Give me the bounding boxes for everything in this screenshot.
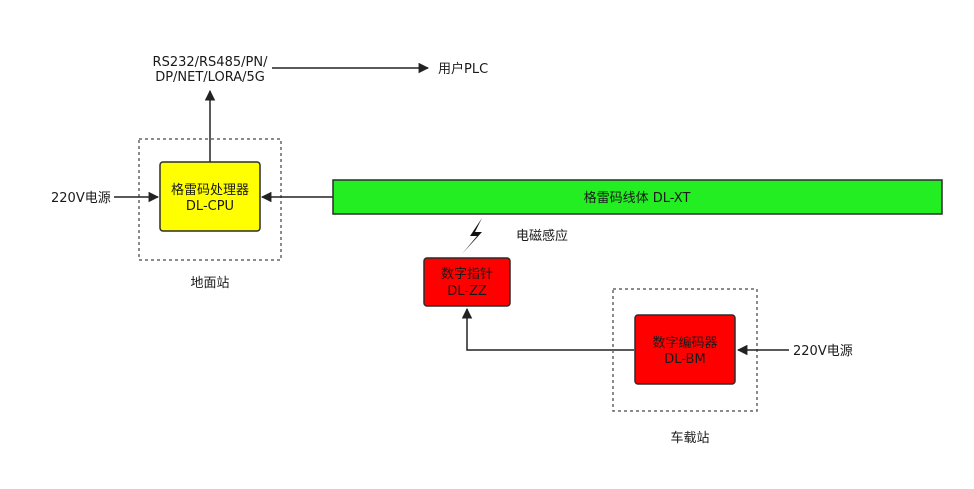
- arrow-encoder-to-pointer: [461, 307, 634, 351]
- digital-pointer-name: 数字指针: [441, 267, 493, 282]
- digital-encoder-block: [634, 314, 736, 385]
- digital-pointer-block: [423, 257, 511, 307]
- vehicle-station-label: 车载站: [670, 430, 709, 446]
- ground-station-label: 地面站: [190, 276, 229, 291]
- digital-pointer-model: DL-ZZ: [447, 284, 487, 299]
- protocol-label-line1: RS232/RS485/PN/: [153, 55, 269, 70]
- processor-model: DL-CPU: [186, 199, 234, 214]
- protocol-label-line2: DP/NET/LORA/5G: [155, 70, 265, 85]
- em-induction-label: 电磁感应: [516, 228, 568, 244]
- line-body-label: 格雷码线体 DL-XT: [584, 190, 691, 206]
- vehicle-power-label: 220V电源: [793, 344, 853, 359]
- encoder-name: 数字编码器: [652, 336, 717, 351]
- lightning-bolt-icon: [462, 218, 482, 254]
- encoder-model: DL-BM: [664, 352, 705, 367]
- processor-name: 格雷码处理器: [171, 182, 249, 198]
- gray-code-processor-block: [159, 161, 261, 232]
- ground-power-label: 220V电源: [51, 191, 111, 206]
- user-plc-label: 用户PLC: [438, 61, 488, 77]
- gray-code-line-body: [332, 179, 943, 215]
